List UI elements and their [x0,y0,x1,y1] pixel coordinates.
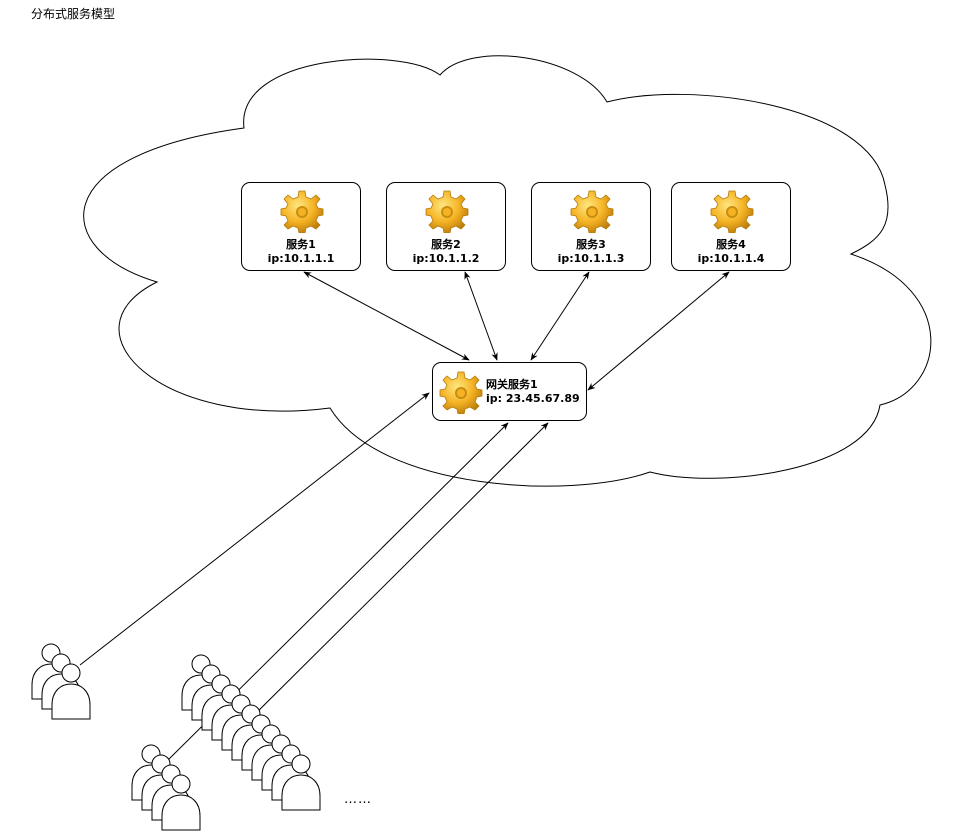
service-ip: ip:10.1.1.3 [557,252,625,265]
link-users1-gateway [79,392,430,666]
service-ip: ip:10.1.1.1 [267,252,335,265]
service-node-2[interactable]: 服务2 ip:10.1.1.2 [386,182,506,271]
gear-icon [710,190,754,233]
gear-icon [570,190,614,233]
gear-icon [439,371,483,414]
gateway-node[interactable]: 网关服务1 ip: 23.45.67.89 [432,362,587,421]
service-node-3[interactable]: 服务3 ip:10.1.1.3 [531,182,651,271]
service-name: 服务3 [576,238,606,251]
diagram-title: 分布式服务模型 [31,7,116,21]
more-users-ellipsis: …… [344,792,372,807]
user-group-icon [131,744,201,831]
user-group-icon [31,643,91,720]
gateway-name: 网关服务1 [486,378,538,391]
service-name: 服务1 [286,238,316,251]
service-ip: ip:10.1.1.2 [412,252,480,265]
service-ip: ip:10.1.1.4 [697,252,765,265]
gear-icon [280,190,324,233]
service-name: 服务4 [716,238,746,251]
cloud-shape [83,55,932,487]
gateway-ip: ip: 23.45.67.89 [486,392,580,405]
service-node-4[interactable]: 服务4 ip:10.1.1.4 [671,182,791,271]
connections [79,271,730,764]
link-service4-gateway [587,271,730,391]
service-node-1[interactable]: 服务1 ip:10.1.1.1 [241,182,361,271]
link-service1-gateway [303,271,470,361]
link-service2-gateway [464,271,498,361]
link-service3-gateway [530,271,590,361]
link-users2-gateway [234,422,549,735]
service-name: 服务2 [431,238,461,251]
gear-icon [425,190,469,233]
